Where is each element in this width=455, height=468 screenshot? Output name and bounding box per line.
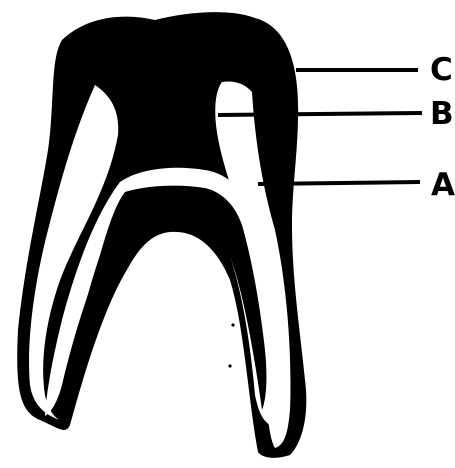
leader-line-a — [258, 182, 420, 184]
root-fork-arch — [100, 258, 248, 430]
label-b: B — [430, 96, 454, 132]
label-c: C — [430, 52, 453, 88]
dot-mark — [228, 364, 231, 367]
dot-mark — [231, 323, 234, 326]
label-a: A — [431, 167, 455, 203]
leader-line-b — [218, 113, 422, 115]
